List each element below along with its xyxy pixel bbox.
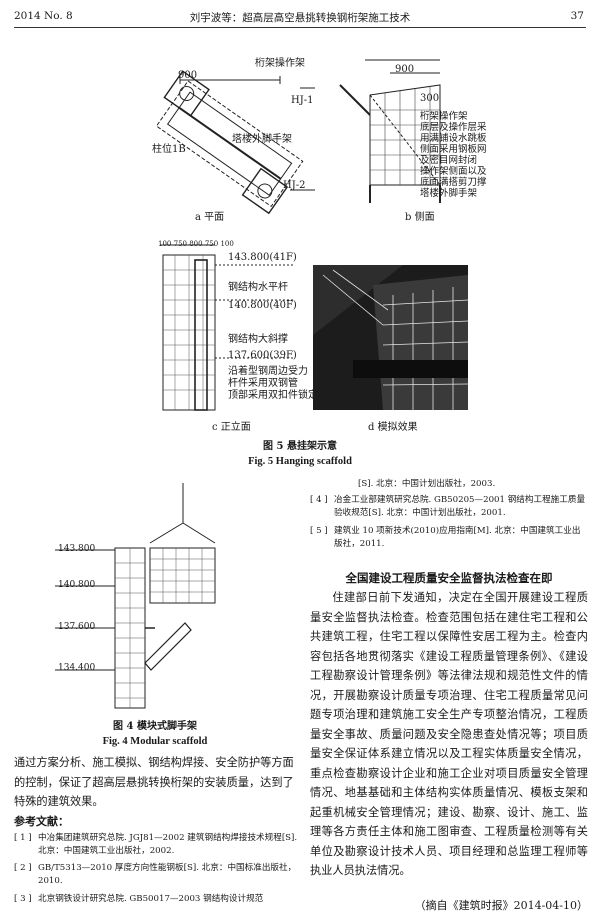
- figure4-drawing: [55, 483, 216, 709]
- reference-text: 中冶集团建筑研究总院. JGJ81—2002 建筑钢结构焊接技术规程[S]. 北…: [38, 833, 298, 856]
- reference-number: [ 2 ]: [14, 863, 32, 873]
- fig5b-note: 侧面采用钢板网: [420, 144, 487, 155]
- fig5c-dim: 100: [158, 240, 172, 248]
- fig4-level: 143.800: [58, 544, 96, 554]
- references-title: 参考文献：: [14, 815, 69, 828]
- fig5c-dim: 800: [189, 240, 203, 248]
- fig5c-dim: 750: [173, 240, 187, 248]
- fig5a-label-tower-scaffold: 塔楼外脚手架: [232, 134, 292, 145]
- reference-number: [ 5 ]: [310, 526, 328, 536]
- reference-text: 冶金工业部建筑研究总院. GB50205—2001 钢结构工程施工质量验收规范[…: [334, 495, 586, 518]
- journal-issue: 2014 No. 8: [14, 10, 73, 22]
- fig5d-subcaption: d 模拟效果: [368, 422, 418, 433]
- reference-number: [ 3 ]: [14, 894, 32, 904]
- reference-text: GB/T5313—2010 厚度方向性能钢板[S]. 北京：中国标准出版社，20…: [38, 863, 297, 886]
- fig5b-dim2: 300: [420, 93, 440, 104]
- fig5c-note: 杆件采用双钢管: [228, 378, 298, 389]
- running-title: 刘宇波等：超高层高空悬挑转换钢桁架施工技术: [189, 12, 411, 24]
- reference-text: 北京钢铁设计研究总院. GB50017—2003 钢结构设计规范: [38, 894, 264, 904]
- figure5a-plan-drawing: [155, 70, 315, 215]
- reference-item: [ 1 ] 中冶集团建筑研究总院. JGJ81—2002 建筑钢结构焊接技术规程…: [14, 832, 299, 858]
- fig5c-dims: 100 750 800 750 100: [158, 240, 234, 248]
- fig5b-note: 及密目网封闭: [420, 155, 478, 166]
- left-body-paragraph: 通过方案分析、施工模拟、钢结构焊接、安全防护等方面的控制，保证了超高层悬挑转换桁…: [14, 756, 294, 808]
- fig5c-level-39f: 137.600(39F): [228, 350, 297, 361]
- reference-item: [ 2 ] GB/T5313—2010 厚度方向性能钢板[S]. 北京：中国标准…: [14, 862, 299, 888]
- fig5b-note: 操作架侧面以及: [420, 166, 487, 177]
- fig5a-label-hj1: HJ-1: [291, 95, 314, 106]
- reference-item: [ 5 ] 建筑业 10 项新技术(2010)应用指南[M]. 北京：中国建筑工…: [310, 525, 588, 551]
- fig5b-subcaption: b 侧面: [405, 212, 435, 223]
- fig5b-notes: 桁架操作架 底层及操作层采 用满铺设水跳板 侧面采用钢板网 及密目网封闭 操作架…: [420, 111, 487, 199]
- fig5c-note-diagonal: 钢结构大斜撑: [228, 334, 288, 345]
- fig5c-note: 沿着型钢周边受力: [228, 366, 308, 377]
- fig5a-label-hj2: HJ-2: [283, 180, 306, 191]
- figure4-caption-en: Fig. 4 Modular scaffold: [102, 736, 208, 747]
- reference-text: 建筑业 10 项新技术(2010)应用指南[M]. 北京：中国建筑工业出版社，2…: [334, 526, 581, 549]
- fig5a-label-truss-platform: 桁架操作架: [255, 58, 305, 69]
- figure4-caption-cn: 图 4 模块式脚手架: [113, 721, 197, 732]
- figure5b-side-drawing: [339, 59, 441, 203]
- fig5c-note: 顶部采用双扣件锁定: [228, 390, 318, 401]
- fig4-level: 140.800: [58, 580, 96, 590]
- fig5c-dim: 100: [220, 240, 234, 248]
- reference-number: [ 1 ]: [14, 833, 32, 843]
- reference-text: [S]. 北京：中国计划出版社，2003.: [358, 479, 496, 489]
- fig5c-level-41f: 143.800(41F): [228, 252, 297, 263]
- fig5a-dim: 900: [178, 70, 198, 81]
- news-body: 住建部日前下发通知，决定在全国开展建设工程质量安全监督执法检查。检查范围包括在建…: [310, 591, 588, 877]
- fig4-level: 134.400: [58, 663, 96, 673]
- reference-continuation: [S]. 北京：中国计划出版社，2003.: [334, 478, 586, 491]
- figure5-caption-cn: 图 5 悬挂架示意: [263, 441, 337, 452]
- fig5a-label-column: 柱位1B: [152, 144, 186, 155]
- reference-item: [ 3 ] 北京钢铁设计研究总院. GB50017—2003 钢结构设计规范: [14, 893, 299, 906]
- fig5b-note: 塔楼外脚手架: [420, 188, 478, 199]
- fig5b-note: 桁架操作架: [420, 111, 468, 122]
- page-number: 37: [570, 10, 584, 22]
- fig5b-note: 底层及操作层采: [420, 122, 487, 133]
- fig5b-note: 底面满搭剪刀撑: [420, 177, 487, 188]
- reference-number: [ 4 ]: [310, 495, 328, 505]
- fig5a-subcaption: a 平面: [195, 212, 225, 223]
- news-source: （摘自《建筑时报》2014-04-10）: [414, 899, 588, 912]
- figure5-caption-en: Fig. 5 Hanging scaffold: [248, 456, 352, 467]
- fig5c-notes-bottom: 沿着型钢周边受力 杆件采用双钢管 顶部采用双扣件锁定: [228, 366, 318, 402]
- reference-item: [ 4 ] 冶金工业部建筑研究总院. GB50205—2001 钢结构工程施工质…: [310, 494, 588, 520]
- figure5d-render-image: [313, 265, 468, 410]
- fig5c-subcaption: c 正立面: [212, 422, 251, 433]
- fig5c-note-horizontal: 钢结构水平杆: [228, 282, 288, 293]
- fig5b-note: 用满铺设水跳板: [420, 133, 487, 144]
- fig5c-level-40f: 140.800(40F): [228, 300, 297, 311]
- figure5c-elevation-drawing: [160, 244, 295, 411]
- fig4-level: 137.600: [58, 622, 96, 632]
- fig5c-dim: 750: [204, 240, 219, 248]
- fig5b-dim: 900: [395, 64, 415, 75]
- news-title: 全国建设工程质量安全监督执法检查在即: [345, 571, 553, 585]
- header-rule: [14, 27, 586, 28]
